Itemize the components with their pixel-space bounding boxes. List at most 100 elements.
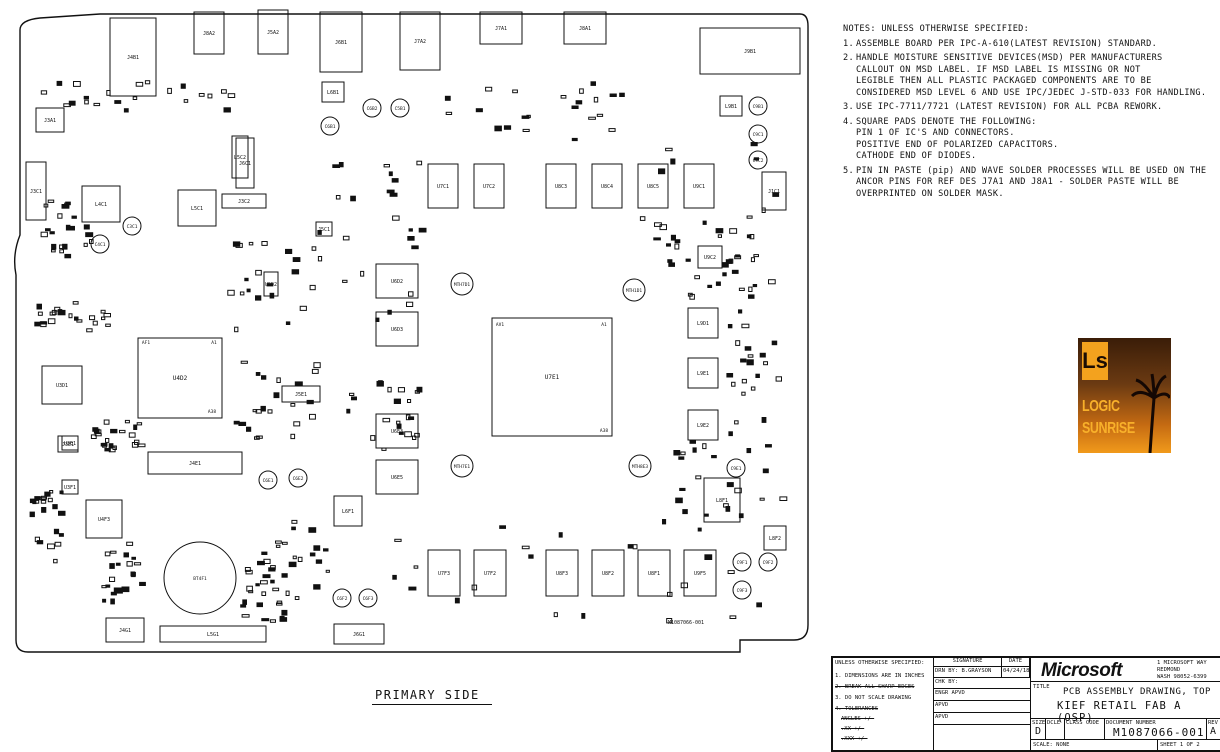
mounting-hole-mth7e1-label: MTH7E1 [454,464,471,470]
passive-pad [221,89,227,94]
passive-pad [29,498,36,504]
passive-pad [722,262,729,268]
passive-pad [471,584,478,591]
passive-pad [252,409,258,413]
passive-pad [762,468,769,474]
pin-label: AF1 [142,340,150,346]
connector-j7a2-label: J7A2 [414,39,426,45]
passive-pad [279,617,288,622]
capacitor-c6b2-label: C6B2 [367,106,378,112]
inductor-l5g1 [159,625,267,643]
passive-pad [299,305,307,311]
passive-pad [673,450,681,456]
module-u7f2-label: U7F2 [484,571,496,577]
battery-bt4f1 [163,541,237,615]
passive-pad [738,309,743,314]
note-line: CONSIDERED MSD LEVEL 6 AND USE IPC/JEDEC… [856,87,1207,98]
passive-pad [276,602,283,606]
passive-pad [83,242,88,247]
passive-pad [47,199,55,203]
module-u7c1-label: U7C1 [437,184,449,190]
passive-pad [59,244,67,249]
mounting-hole-mth8e3 [628,454,652,478]
connector-j9b1 [699,27,801,75]
passive-pad [34,499,40,504]
capacitor-c6e1-label: C6E1 [263,478,274,484]
capacitor-c6b1 [320,116,340,136]
title-block: UNLESS OTHERWISE SPECIFIED: 1. DIMENSION… [831,656,1220,752]
inductor-l9d1 [687,307,719,339]
passive-pad [68,313,73,319]
passive-pad [619,92,625,97]
ic-u7e1-label: U7E1 [545,374,560,381]
passive-pad [254,436,260,440]
passive-pad [665,147,673,152]
note-line: OVERPRINTED ON SOLDER MASK. [856,188,1004,199]
note-text: USE IPC-7711/7721 (LATEST REVISION) FOR … [856,102,1163,114]
company-address: 1 MICROSOFT WAY REDMOND WASH 98052-6399 [1157,660,1207,681]
passive-pad [248,241,254,246]
passive-pad [416,386,423,393]
passive-pad [51,249,56,253]
passive-pad [653,237,661,241]
capacitor-c6b2 [362,98,382,118]
spec-line: 1. DIMENSIONS ARE IN INCHES [835,673,925,679]
passive-pad [407,236,415,241]
passive-pad [132,96,138,101]
passive-pad [105,323,111,327]
passive-pad [748,294,755,299]
passive-pad [313,545,321,551]
passive-pad [108,443,114,449]
passive-pad [291,269,300,275]
passive-pad [290,403,296,407]
passive-pad [388,171,393,177]
passive-pad [275,544,281,548]
board-part-number: M1087066-001 [668,620,704,626]
passive-pad [346,408,351,414]
inductor-l8f1 [703,477,741,523]
passive-pad [90,434,97,439]
passive-pad [392,215,400,221]
passive-pad [45,228,51,232]
passive-pad [678,456,685,460]
passive-pad [59,249,64,254]
passive-pad [735,340,741,346]
passive-pad [29,511,35,518]
module-u7f3-label: U7F3 [438,571,450,577]
passive-pad [416,160,423,166]
passive-pad [49,231,55,235]
passive-pad [560,95,567,99]
passive-pad [704,513,709,517]
connector-j4g1-label: J4G1 [119,628,131,634]
size-label: SIZE [1032,720,1046,726]
passive-pad [382,417,391,423]
capacitor-c9e1-label: C9E1 [731,466,742,472]
passive-pad [383,164,391,168]
passive-pad [387,309,392,315]
inductor-l9e2-label: L9E2 [697,423,709,429]
passive-pad [110,591,117,596]
pin-label: A1 [211,340,217,346]
passive-pad [40,231,48,238]
passive-pad [261,375,267,380]
module-u9f5 [683,549,717,597]
passive-pad [139,581,146,587]
passive-pad [297,556,303,562]
passive-pad [53,558,58,564]
passive-pad [100,442,108,447]
passive-pad [528,554,534,559]
passive-pad [753,254,760,258]
notes-block: NOTES: UNLESS OTHERWISE SPECIFIED: 1.ASS… [843,24,1213,203]
connector-j3c2 [221,193,267,209]
passive-pad [270,565,276,570]
passive-pad [759,497,765,501]
capacitor-c6e1 [258,470,278,490]
module-u3f1-label: U3F1 [64,485,76,491]
inductor-l4c1-label: L4C1 [95,202,107,208]
note-text: HANDLE MOISTURE SENSITIVE DEVICES(MSD) P… [856,53,1206,99]
module-u8c4 [591,163,623,209]
passive-pad [256,602,263,608]
passive-pad [92,320,98,326]
passive-pad [759,352,766,358]
